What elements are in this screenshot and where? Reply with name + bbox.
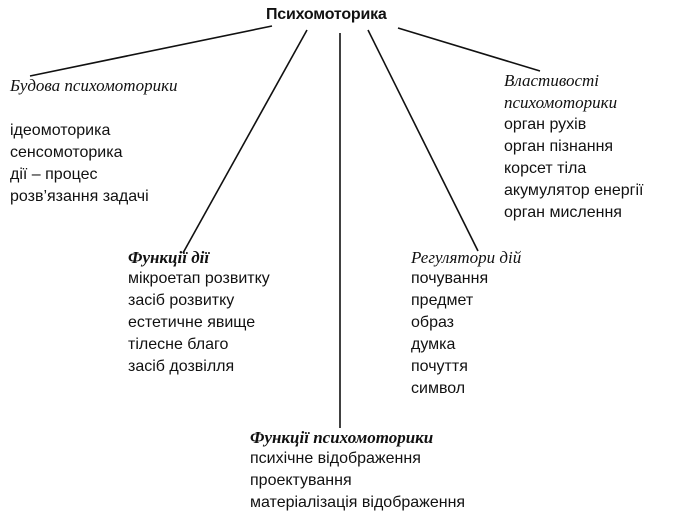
list-item: почування bbox=[411, 270, 489, 287]
list-item: естетичне явище bbox=[128, 314, 256, 331]
item-list: мікроетап розвитку засіб розвитку естети… bbox=[128, 268, 270, 378]
connector-funktsii-dii bbox=[182, 29, 308, 254]
item-list: ідеомоторика сенсомоторика дії – процес … bbox=[10, 120, 178, 208]
list-item: матеріалізація відображення bbox=[250, 494, 466, 511]
item-list: почування предмет образ думка почуття си… bbox=[411, 268, 521, 400]
list-item: думка bbox=[411, 336, 456, 353]
list-item: акумулятор енергії bbox=[504, 182, 644, 199]
group-heading: Функції психомоторики bbox=[250, 428, 434, 447]
root-title: Психомоторика bbox=[266, 6, 387, 23]
list-item: розв’язання задачі bbox=[10, 188, 149, 205]
list-item: засіб розвитку bbox=[128, 292, 235, 309]
list-item: тілесне благо bbox=[128, 336, 229, 353]
list-item: проектування bbox=[250, 472, 352, 489]
group-vlastyvosti: Властивості психомоторики орган рухів ор… bbox=[504, 70, 643, 224]
connector-vlastyvosti bbox=[397, 27, 541, 72]
group-rehuliatory: Регулятори дій почування предмет образ д… bbox=[411, 248, 521, 400]
list-item: засіб дозвілля bbox=[128, 358, 235, 375]
list-item: орган рухів bbox=[504, 116, 587, 133]
list-item: мікроетап розвитку bbox=[128, 270, 270, 287]
group-heading: Функції дії bbox=[128, 248, 210, 267]
list-item: сенсомоторика bbox=[10, 144, 123, 161]
connector-rehuliatory bbox=[367, 29, 479, 252]
list-item: символ bbox=[411, 380, 466, 397]
group-heading-line: Властивості bbox=[504, 71, 600, 90]
group-heading-line: психомоторики bbox=[504, 93, 618, 112]
list-item: дії – процес bbox=[10, 166, 98, 183]
list-item: орган мислення bbox=[504, 204, 622, 221]
list-item: психічне відображення bbox=[250, 450, 421, 467]
list-item: ідеомоторика bbox=[10, 122, 111, 139]
item-list: орган рухів орган пізнання корсет тіла а… bbox=[504, 114, 643, 224]
list-item: образ bbox=[411, 314, 455, 331]
group-heading: Регулятори дій bbox=[411, 248, 522, 267]
list-item: почуття bbox=[411, 358, 468, 375]
group-heading: Будова психомоторики bbox=[10, 76, 178, 95]
group-funktsii-dii: Функції дії мікроетап розвитку засіб роз… bbox=[128, 248, 270, 378]
group-funktsii-psykhomotoryky: Функції психомоторики психічне відображе… bbox=[250, 428, 465, 514]
item-list: психічне відображення проектування матер… bbox=[250, 448, 465, 514]
list-item: предмет bbox=[411, 292, 474, 309]
list-item: корсет тіла bbox=[504, 160, 587, 177]
connector-budova bbox=[29, 25, 273, 77]
list-item: орган пізнання bbox=[504, 138, 614, 155]
group-budova: Будова психомоторики ідеомоторика сенсом… bbox=[10, 76, 178, 208]
